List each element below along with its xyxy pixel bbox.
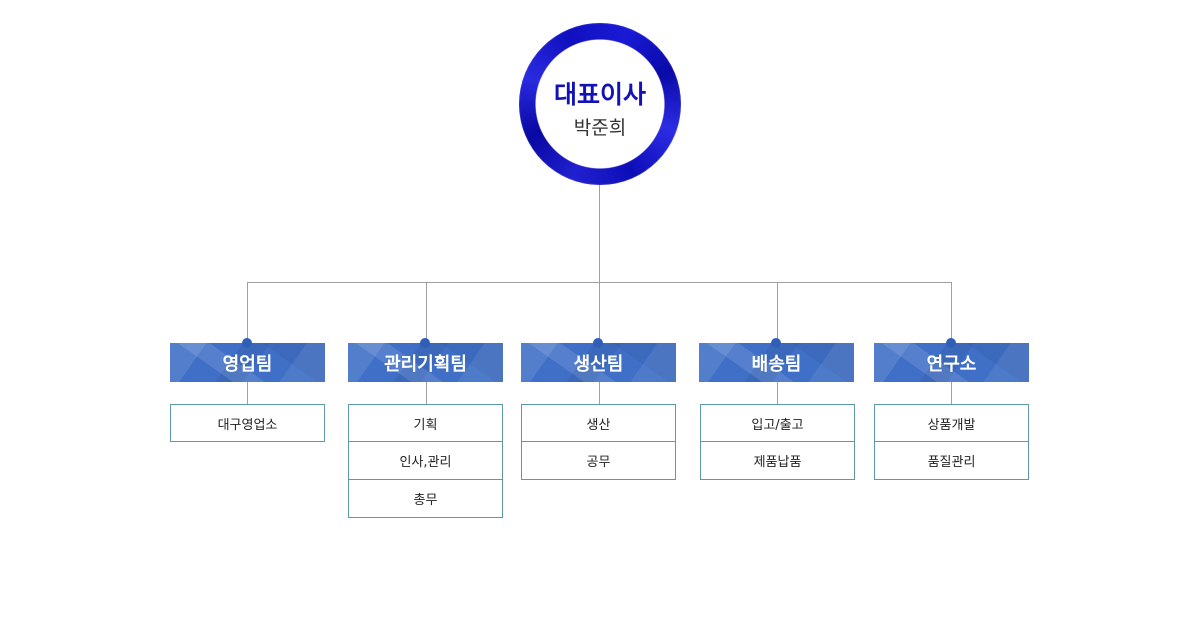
team-label: 배송팀 bbox=[751, 353, 802, 375]
sub-unit: 생산 bbox=[521, 404, 676, 442]
team-planning: 관리기획팀 bbox=[348, 338, 503, 382]
team-production: 생산팀 bbox=[521, 338, 676, 382]
team-production-units: 생산 공무 bbox=[521, 404, 676, 480]
team-delivery-units: 입고/출고 제품납품 bbox=[700, 404, 855, 480]
team-label: 생산팀 bbox=[573, 353, 624, 375]
sub-unit: 총무 bbox=[348, 480, 503, 518]
team-label: 관리기획팀 bbox=[384, 353, 467, 375]
team-research: 연구소 bbox=[874, 338, 1029, 382]
team-delivery: 배송팀 bbox=[699, 338, 854, 382]
sub-unit: 제품납품 bbox=[700, 442, 855, 480]
connector-dot bbox=[946, 338, 956, 348]
team-planning-units: 기획 인사,관리 총무 bbox=[348, 404, 503, 518]
sub-unit: 입고/출고 bbox=[700, 404, 855, 442]
team-sales-units: 대구영업소 bbox=[170, 404, 325, 442]
sub-unit: 상품개발 bbox=[874, 404, 1029, 442]
sub-unit: 기획 bbox=[348, 404, 503, 442]
ceo-name: 박준희 bbox=[573, 117, 627, 139]
team-sales: 영업팀 bbox=[170, 338, 325, 382]
sub-unit: 품질관리 bbox=[874, 442, 1029, 480]
connector-dot bbox=[593, 338, 603, 348]
ceo-title: 대표이사 bbox=[553, 80, 646, 109]
sub-unit: 대구영업소 bbox=[170, 404, 325, 442]
sub-unit: 인사,관리 bbox=[348, 442, 503, 480]
team-label: 영업팀 bbox=[222, 353, 273, 375]
connector-dot bbox=[242, 338, 252, 348]
connector-dot bbox=[771, 338, 781, 348]
team-research-units: 상품개발 품질관리 bbox=[874, 404, 1029, 480]
sub-unit: 공무 bbox=[521, 442, 676, 480]
connector-dot bbox=[420, 338, 430, 348]
ceo-node: 대표이사 박준희 bbox=[519, 23, 681, 185]
team-label: 연구소 bbox=[926, 353, 977, 375]
